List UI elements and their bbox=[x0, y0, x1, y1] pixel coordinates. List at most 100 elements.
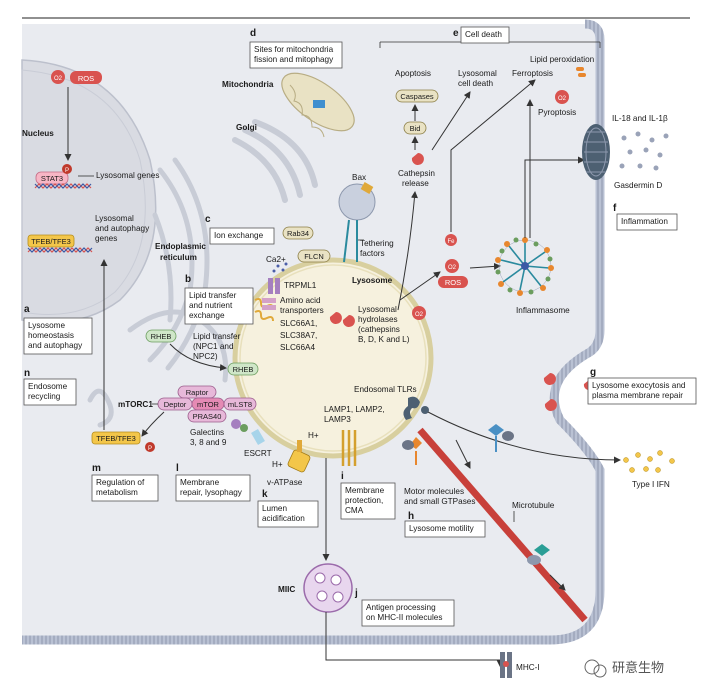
aa-label-2: transporters bbox=[280, 306, 324, 315]
escrt-icon bbox=[251, 428, 265, 446]
miic-compartment bbox=[303, 563, 353, 613]
panel-f-letter: f bbox=[613, 203, 617, 214]
aa-label-3: SLC66A1, bbox=[280, 319, 317, 328]
mitochondria bbox=[281, 72, 355, 138]
lysosome-to-cathepsin-arrow bbox=[397, 191, 418, 311]
rheb-lysosomal: RHEB bbox=[227, 362, 259, 376]
aa-label-4: SLC38A7, bbox=[280, 331, 317, 340]
rheb-lysosomal-label: RHEB bbox=[233, 365, 254, 374]
hydrolases-label-4: B, D, K and L) bbox=[358, 335, 410, 344]
fe-to-ferroptosis-arrow bbox=[450, 79, 536, 232]
dynein-icon bbox=[488, 424, 514, 452]
panel-c-letter: c bbox=[205, 214, 211, 225]
ros-inner-o2-label: O2 bbox=[415, 312, 424, 318]
panel-a-line: homeostasis bbox=[28, 331, 74, 340]
fe-icon: Fe bbox=[445, 234, 457, 246]
panel-d-letter: d bbox=[250, 28, 256, 39]
panel-a-letter: a bbox=[24, 304, 30, 315]
pyroptosis-o2-label: O2 bbox=[558, 96, 567, 102]
apoptosis-label: Apoptosis bbox=[395, 69, 431, 78]
lys-cell-death-label-2: cell death bbox=[458, 79, 493, 88]
tfeb-nuclear-label: TFEB/TFE3 bbox=[31, 237, 71, 246]
inflammasome-label: Inflammasome bbox=[516, 306, 570, 315]
fe-label: Fe bbox=[447, 239, 455, 245]
panel-g-box bbox=[587, 377, 697, 405]
panel-a-box bbox=[23, 317, 93, 355]
watermark-text: 研意生物 bbox=[612, 660, 664, 676]
panel-a-line: and autophagy bbox=[28, 341, 83, 350]
ros-top-label: ROS bbox=[78, 74, 94, 83]
microtubule-label: Microtubule bbox=[512, 501, 555, 510]
lipid-perox-label: Lipid peroxidation bbox=[530, 55, 595, 64]
panel-f-line: Inflammation bbox=[621, 217, 668, 226]
tethering-factors bbox=[343, 219, 358, 263]
lamp-label-1: LAMP1, LAMP2, bbox=[324, 405, 385, 414]
panel-j-line: on MHC-II molecules bbox=[366, 613, 442, 622]
lysosome-label: Lysosome bbox=[352, 276, 393, 285]
microtubule bbox=[417, 427, 588, 623]
flcn: FLCN bbox=[297, 249, 331, 263]
hydrolases-label-1: Lysosomal bbox=[358, 305, 397, 314]
ros-lysosome: O2 ROS bbox=[438, 259, 468, 288]
lipid-npc-label-1: Lipid transfer bbox=[193, 332, 241, 341]
panel-l-line: repair, lysophagy bbox=[180, 488, 243, 497]
panel-a-line: Lysosome bbox=[28, 321, 65, 330]
panel-l-line: Membrane bbox=[180, 478, 220, 487]
h-plus-outer-label: H+ bbox=[272, 460, 283, 469]
lysosomal-genes-label: Lysosomal genes bbox=[96, 171, 159, 180]
rheb-left-label: RHEB bbox=[151, 332, 172, 341]
panel-d-box bbox=[249, 41, 343, 69]
lys-autophagy-genes-3: genes bbox=[95, 234, 117, 243]
aa-label-5: SLC66A4 bbox=[280, 343, 315, 352]
er-label-2: reticulum bbox=[160, 253, 197, 262]
panel-n-box bbox=[23, 378, 77, 406]
tlr-receptor-icon bbox=[403, 396, 429, 420]
motor-molecule-icon bbox=[402, 437, 422, 465]
ros-to-inflammasome-arrow bbox=[469, 262, 501, 270]
motility-arrow-1 bbox=[455, 439, 471, 469]
mtorc1-to-tfeb-arrow bbox=[141, 411, 165, 437]
stat3-complex: STAT3 P bbox=[34, 164, 92, 189]
ros-inner-icon: O2 bbox=[412, 306, 426, 320]
panel-k-letter: k bbox=[262, 489, 268, 500]
stat3-label: STAT3 bbox=[41, 174, 63, 183]
panel-n-letter: n bbox=[24, 368, 30, 379]
pyroptosis-ros-icon: O2 bbox=[555, 90, 569, 104]
mtorc1-label: mTORC1 bbox=[118, 400, 153, 409]
mitochondria-label: Mitochondria bbox=[222, 80, 274, 89]
ferroptosis-label: Ferroptosis bbox=[512, 69, 553, 78]
panel-j-line: Antigen processing bbox=[366, 603, 436, 612]
stat3-p-label: P bbox=[65, 168, 69, 174]
galectins-icon bbox=[231, 419, 248, 432]
panel-i-line: CMA bbox=[345, 506, 364, 515]
hydrolases-label-3: (cathepsins bbox=[358, 325, 400, 334]
ros-lys-o2-label: O2 bbox=[448, 265, 457, 271]
panel-b-letter: b bbox=[185, 274, 191, 285]
vatpase-label: v-ATPase bbox=[267, 478, 303, 487]
bid-box: Bid bbox=[403, 121, 427, 135]
rheb-left: RHEB bbox=[145, 329, 177, 343]
rab34-label: Rab34 bbox=[287, 229, 309, 238]
aa-label-1: Amino acid bbox=[280, 296, 321, 305]
raptor-label: Raptor bbox=[186, 388, 209, 397]
panel-n-line: Endosome bbox=[28, 382, 68, 391]
panel-b-line: Lipid transfer bbox=[189, 291, 237, 300]
gasdermin-pore bbox=[582, 124, 610, 180]
endosomal-tlrs-label: Endosomal TLRs bbox=[354, 385, 417, 394]
bid-label: Bid bbox=[410, 124, 421, 133]
o2-top-label: O2 bbox=[54, 76, 63, 82]
amino-acid-transporter-icon bbox=[262, 298, 276, 310]
plasma-membrane bbox=[22, 19, 605, 645]
panel-j-box bbox=[361, 599, 455, 627]
panel-k-line: acidification bbox=[262, 514, 305, 523]
